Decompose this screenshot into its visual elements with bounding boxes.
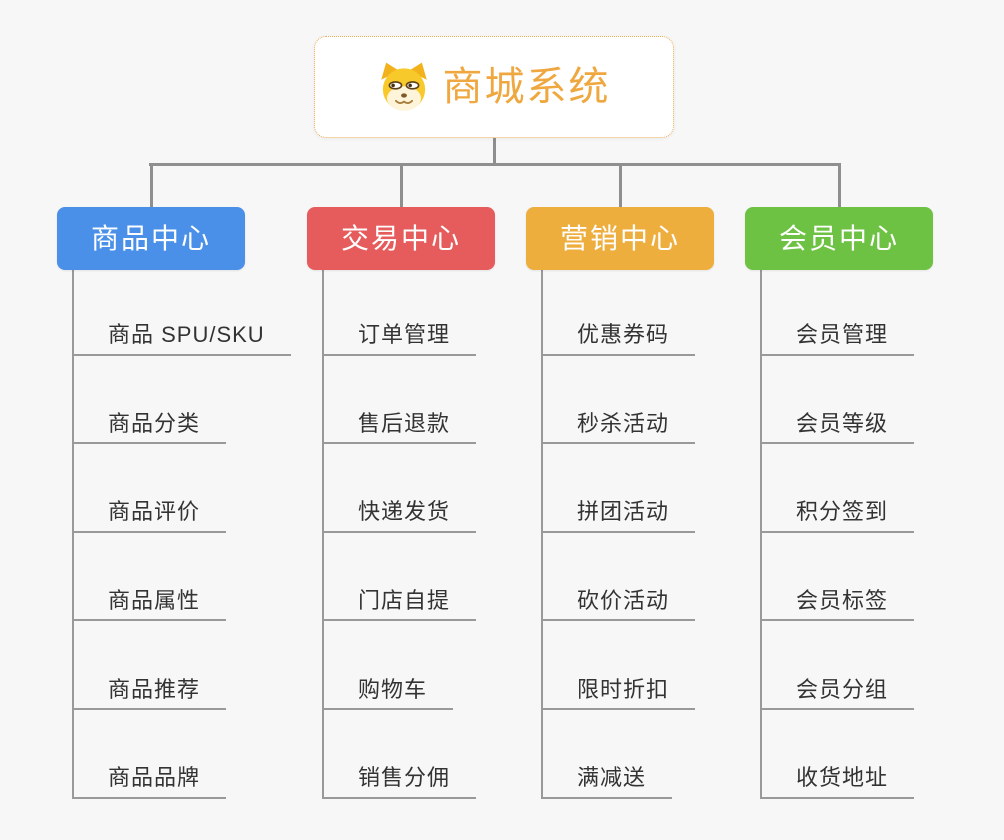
branch-label: 营销中心 — [559, 222, 680, 254]
leaf-node[interactable]: 商品属性 — [74, 588, 227, 622]
leaf-item: 拼团活动 — [543, 444, 763, 533]
leaf-node[interactable]: 商品推荐 — [74, 677, 227, 710]
leaf-node[interactable]: 收货地址 — [762, 765, 915, 799]
leaf-column-marketing: 优惠券码 秒杀活动 拼团活动 砍价活动 限时折扣 满减送 — [541, 267, 763, 799]
leaf-item: 满减送 — [543, 710, 763, 799]
leaf-node[interactable]: 快递发货 — [324, 499, 477, 533]
leaf-node[interactable]: 会员分组 — [762, 677, 915, 710]
leaf-item: 积分签到 — [762, 444, 982, 533]
leaf-item: 商品品牌 — [74, 710, 294, 799]
branch-label: 商品中心 — [90, 222, 211, 254]
leaf-node[interactable]: 拼团活动 — [543, 499, 696, 533]
leaf-item: 购物车 — [324, 621, 544, 710]
connector-horizontal — [149, 163, 840, 166]
connector-drop-member — [837, 163, 841, 209]
leaf-node[interactable]: 会员管理 — [762, 322, 915, 356]
leaf-node[interactable]: 商品评价 — [74, 499, 227, 533]
leaf-item: 门店自提 — [324, 533, 544, 622]
leaf-item: 商品属性 — [74, 533, 294, 622]
connector-drop-product — [149, 163, 153, 209]
leaf-item: 商品 SPU/SKU — [74, 267, 294, 356]
leaf-item: 会员管理 — [762, 267, 982, 356]
branch-label: 会员中心 — [778, 222, 899, 254]
leaf-item: 砍价活动 — [543, 533, 763, 622]
leaf-item: 商品推荐 — [74, 621, 294, 710]
leaf-item: 商品分类 — [74, 356, 294, 445]
leaf-node[interactable]: 秒杀活动 — [543, 411, 696, 445]
branch-node-marketing-center[interactable]: 营销中心 — [526, 207, 714, 270]
leaf-item: 秒杀活动 — [543, 356, 763, 445]
connector-drop-trade — [399, 163, 403, 209]
leaf-node[interactable]: 订单管理 — [324, 322, 477, 356]
leaf-item: 限时折扣 — [543, 621, 763, 710]
leaf-node[interactable]: 门店自提 — [324, 588, 477, 622]
leaf-node[interactable]: 砍价活动 — [543, 588, 696, 622]
leaf-item: 订单管理 — [324, 267, 544, 356]
leaf-item: 会员等级 — [762, 356, 982, 445]
leaf-node[interactable]: 满减送 — [543, 765, 673, 799]
leaf-node[interactable]: 优惠券码 — [543, 322, 696, 356]
leaf-node[interactable]: 购物车 — [324, 677, 454, 710]
leaf-item: 快递发货 — [324, 444, 544, 533]
leaf-item: 会员标签 — [762, 533, 982, 622]
leaf-item: 售后退款 — [324, 356, 544, 445]
leaf-node[interactable]: 商品分类 — [74, 411, 227, 445]
branch-node-product-center[interactable]: 商品中心 — [57, 207, 245, 270]
branch-label: 交易中心 — [340, 222, 461, 254]
branch-node-trade-center[interactable]: 交易中心 — [307, 207, 495, 270]
leaf-item: 商品评价 — [74, 444, 294, 533]
leaf-node[interactable]: 商品 SPU/SKU — [74, 322, 291, 356]
leaf-node[interactable]: 售后退款 — [324, 411, 477, 445]
leaf-node[interactable]: 会员等级 — [762, 411, 915, 445]
leaf-item: 收货地址 — [762, 710, 982, 799]
leaf-node[interactable]: 商品品牌 — [74, 765, 227, 799]
connector-drop-marketing — [618, 163, 622, 209]
root-title: 商城系统 — [442, 65, 611, 109]
leaf-item: 销售分佣 — [324, 710, 544, 799]
branch-node-member-center[interactable]: 会员中心 — [745, 207, 933, 270]
leaf-node[interactable]: 会员标签 — [762, 588, 915, 622]
root-node-mall-system[interactable]: 商城系统 — [314, 36, 674, 138]
leaf-column-trade: 订单管理 售后退款 快递发货 门店自提 购物车 销售分佣 — [322, 267, 544, 799]
leaf-item: 会员分组 — [762, 621, 982, 710]
leaf-node[interactable]: 限时折扣 — [543, 677, 696, 710]
leaf-node[interactable]: 销售分佣 — [324, 765, 477, 799]
leaf-column-member: 会员管理 会员等级 积分签到 会员标签 会员分组 收货地址 — [760, 267, 982, 799]
dog-face-icon — [378, 61, 430, 113]
leaf-item: 优惠券码 — [543, 267, 763, 356]
connector-root-stub — [493, 136, 496, 164]
leaf-node[interactable]: 积分签到 — [762, 499, 915, 533]
leaf-column-product: 商品 SPU/SKU 商品分类 商品评价 商品属性 商品推荐 商品品牌 — [72, 267, 294, 799]
